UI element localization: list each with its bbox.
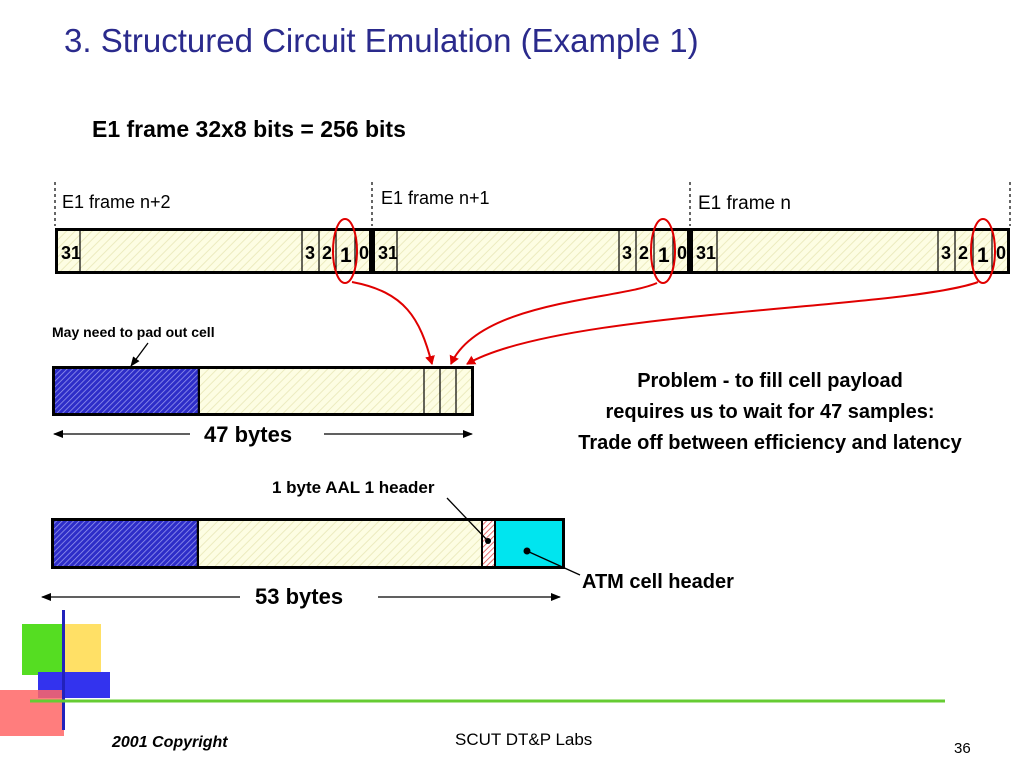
aal-header-label: 1 byte AAL 1 header (272, 478, 435, 497)
bit-label-2: 2 (639, 243, 649, 263)
frame-size-heading: E1 frame 32x8 bits = 256 bits (92, 116, 406, 142)
frame-n-plus-1 (375, 231, 687, 271)
bit-label-3: 3 (941, 243, 951, 263)
bit-label-0: 0 (359, 243, 369, 263)
payload-size-label: 47 bytes (204, 422, 293, 447)
atm-cell-53-bytes (51, 518, 565, 569)
sample-area (200, 369, 471, 413)
bit-label-0: 0 (677, 243, 687, 263)
bit-label-2: 2 (322, 243, 332, 263)
problem-line: requires us to wait for 47 samples: (605, 401, 935, 423)
pad-area (55, 369, 198, 413)
aal-header-pointer (446, 497, 489, 542)
bit-label-0: 0 (996, 243, 1006, 263)
frame-label-n-plus-2: E1 frame n+2 (62, 192, 171, 212)
frame-label-n-plus-1: E1 frame n+1 (381, 188, 490, 208)
bit-label-31: 31 (696, 243, 716, 263)
frame-boundary-markers (54, 182, 1011, 226)
atm-header-pointer (526, 550, 581, 576)
sample-arrows (351, 281, 979, 365)
slide-title: 3. Structured Circuit Emulation (Example… (64, 22, 699, 59)
problem-line: Trade off between efficiency and latency (578, 432, 962, 454)
footer-copyright: 2001 Copyright (112, 734, 228, 751)
atm-header-label: ATM cell header (582, 571, 734, 593)
problem-line: Problem - to fill cell payload (637, 370, 903, 392)
atm-header-block (496, 521, 562, 566)
bit-label-1: 1 (977, 244, 989, 267)
bit-label-3: 3 (305, 243, 315, 263)
bit-label-2: 2 (958, 243, 968, 263)
payload-47-bytes (52, 366, 474, 416)
bit-label-1: 1 (658, 244, 670, 267)
problem-text: Problem - to fill cell payload requires … (520, 366, 1020, 459)
bit-label-3: 3 (622, 243, 632, 263)
e1-frame-strip (55, 228, 1010, 274)
cell-sample-area (199, 521, 481, 566)
page-number: 36 (954, 740, 971, 757)
frame-n-plus-2 (58, 231, 369, 271)
frame-label-n: E1 frame n (698, 193, 791, 214)
bit-label-31: 31 (378, 243, 398, 263)
bit-label-31: 31 (61, 243, 81, 263)
cell-size-label: 53 bytes (255, 584, 344, 609)
bit-label-1: 1 (340, 244, 352, 267)
bit-highlight-ellipses (332, 218, 996, 284)
corner-decoration (0, 610, 110, 736)
pad-note: May need to pad out cell (52, 324, 215, 340)
cell-pad-area (54, 521, 197, 566)
footer-lab-name: SCUT DT&P Labs (455, 730, 593, 749)
pad-note-pointer (130, 342, 149, 367)
